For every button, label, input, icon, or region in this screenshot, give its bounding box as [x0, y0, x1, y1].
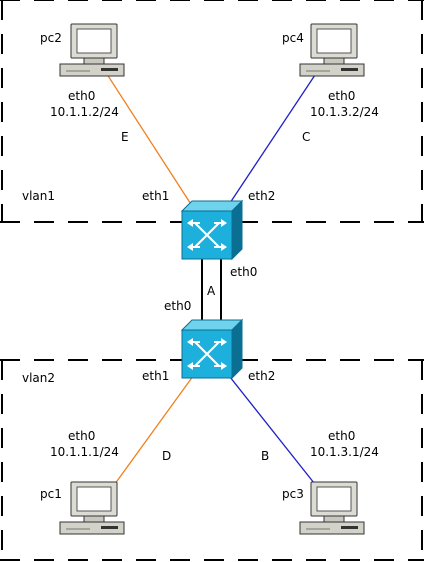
link-E — [102, 67, 197, 213]
pc3-iface: eth0 — [328, 429, 355, 443]
pc4-iface: eth0 — [328, 89, 355, 103]
pc1-name: pc1 — [40, 487, 62, 501]
pc2-ip: 10.1.1.2/24 — [50, 105, 119, 119]
pc3-name: pc3 — [282, 487, 304, 501]
link-C-label: C — [302, 130, 310, 144]
link-D-label: D — [162, 449, 171, 463]
link-E-label: E — [121, 130, 129, 144]
pc4-computer-icon[interactable] — [299, 23, 365, 77]
pc1-ip: 10.1.1.1/24 — [50, 445, 119, 459]
link-B — [225, 371, 319, 489]
pc4-name: pc4 — [282, 31, 304, 45]
switch-bottom-port-up: eth0 — [164, 299, 191, 313]
switch-top-port-down: eth0 — [230, 265, 257, 279]
pc2-name: pc2 — [40, 31, 62, 45]
switch-bottom-icon[interactable] — [181, 319, 243, 379]
link-B-label: B — [261, 449, 269, 463]
pc4-ip: 10.1.3.2/24 — [310, 105, 379, 119]
pc2-iface: eth0 — [68, 89, 95, 103]
pc3-computer-icon[interactable] — [299, 481, 365, 535]
switch-top-port-left: eth1 — [142, 189, 169, 203]
pc2-computer-icon[interactable] — [59, 23, 125, 77]
pc1-computer-icon[interactable] — [59, 481, 125, 535]
pc3-ip: 10.1.3.1/24 — [310, 445, 379, 459]
link-C — [223, 71, 318, 213]
pc1-iface: eth0 — [68, 429, 95, 443]
switch-bottom-port-left: eth1 — [142, 369, 169, 383]
switch-top-port-right: eth2 — [248, 189, 275, 203]
link-A-label: A — [207, 284, 216, 298]
switch-bottom-port-right: eth2 — [248, 369, 275, 383]
switch-top-icon[interactable] — [181, 200, 243, 260]
vlan1-label: vlan1 — [22, 189, 55, 203]
link-D — [111, 371, 197, 489]
vlan2-label: vlan2 — [22, 371, 55, 385]
